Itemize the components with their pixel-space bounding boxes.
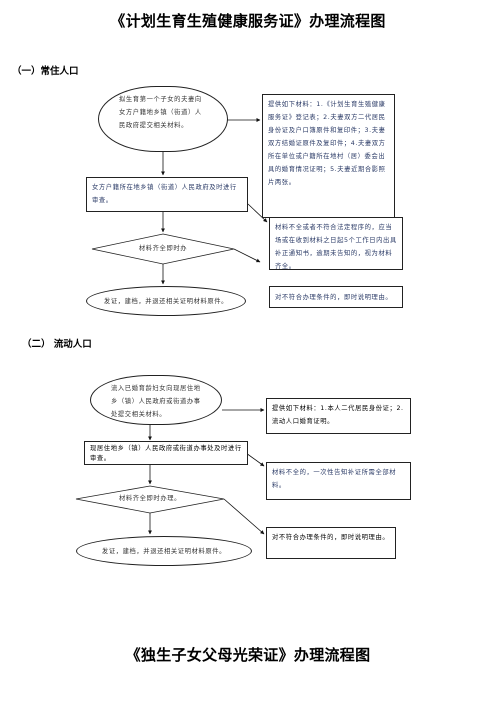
incomplete-notice-floating: 材料不全的，一次性告知补证所需全部材料。	[266, 462, 411, 500]
decision-label-floating: 材料齐全即时办理。	[118, 495, 182, 502]
arrow-review2-to-incomplete2	[245, 452, 265, 467]
arrow-decision2-to-reject2	[223, 498, 265, 535]
materials-list-resident: 提供如下材料：1.《计划生育生殖健康服务证》登记表；2.夫妻双方二代居民身份证及…	[262, 94, 395, 218]
section-heading-resident: （一）常住人口	[12, 66, 79, 77]
section-heading-floating: （二） 流动人口	[22, 339, 92, 350]
flow-end-floating: 发证，建档，并退还相关证明材料原件。	[76, 536, 252, 566]
reject-note-resident: 对不符合办理条件的，即时说明理由。	[269, 286, 403, 308]
materials-list-floating: 提供如下材料：1.本人二代居民身份证；2.流动人口婚育证明。	[266, 398, 411, 434]
incomplete-notice-resident: 材料不全或者不符合法定程序的，应当场或在收到材料之日起5个工作日内出具补正通知书…	[269, 217, 403, 270]
page-title: 《计划生育生殖健康服务证》办理流程图	[110, 12, 386, 30]
arrow-decision-to-reject	[233, 248, 261, 263]
reject-note-floating: 对不符合办理条件的，即时说明理由。	[266, 527, 396, 559]
arrow-review-to-incomplete	[247, 203, 268, 223]
flow-start-floating: 流入已婚育龄妇女向现居住地乡（镇）人民政府或街道办事处提交相关材料。	[90, 375, 222, 425]
flow-end-resident: 发证，建档，并退还相关证明材料原件。	[86, 286, 246, 316]
decision-label-resident: 材料齐全即时办	[138, 245, 188, 252]
review-step-resident: 女方户籍所在地乡镇（街道）人民政府及时进行审查。	[86, 177, 248, 212]
flow-start-resident: 拟生育第一个子女的夫妻向女方户籍地乡镇（街道）人民政府提交相关材料。	[98, 86, 228, 152]
review-step-floating: 现居住地乡（镇）人民政府或街道办事处及时进行审查。	[84, 441, 248, 465]
page-title-next: 《独生子女父母光荣证》办理流程图	[125, 646, 371, 664]
